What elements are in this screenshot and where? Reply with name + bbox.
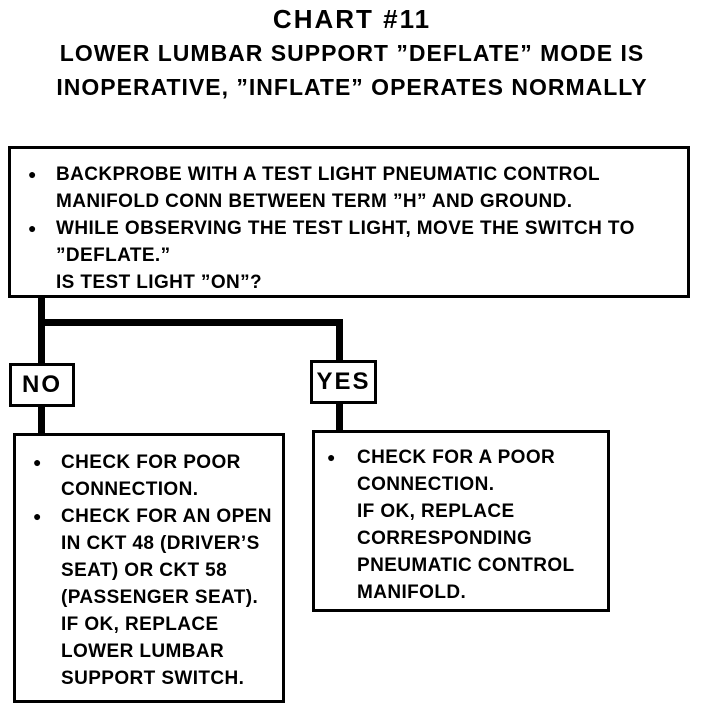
bullet-spacer bbox=[33, 665, 61, 692]
action-line: IF OK, REPLACE bbox=[16, 611, 282, 638]
chart-title: CHART #11 bbox=[272, 4, 432, 34]
bullet-icon: ● bbox=[327, 449, 336, 465]
action-text: IF OK, REPLACE bbox=[61, 614, 219, 635]
question-text: BACKPROBE WITH A TEST LIGHT PNEUMATIC CO… bbox=[56, 164, 600, 185]
chart-subtitle-line1: LOWER LUMBAR SUPPORT ”DEFLATE” MODE IS bbox=[59, 40, 645, 66]
no-label: NO bbox=[22, 371, 62, 398]
bullet-icon: ● bbox=[33, 454, 42, 470]
bullet-spacer bbox=[33, 611, 61, 638]
bullet-spacer bbox=[28, 188, 56, 215]
bullet-spacer bbox=[327, 579, 357, 606]
question-line: IS TEST LIGHT ”ON”? bbox=[11, 269, 687, 296]
question-line: MANIFOLD CONN BETWEEN TERM ”H” AND GROUN… bbox=[11, 188, 687, 215]
action-text: MANIFOLD. bbox=[357, 582, 467, 603]
action-line: SUPPORT SWITCH. bbox=[16, 665, 282, 692]
question-line: ● BACKPROBE WITH A TEST LIGHT PNEUMATIC … bbox=[11, 161, 687, 188]
connector-yes-drop bbox=[336, 322, 343, 363]
action-text: IN CKT 48 (DRIVER’S bbox=[61, 533, 260, 554]
action-text: SUPPORT SWITCH. bbox=[61, 668, 245, 689]
connector-stem bbox=[38, 295, 45, 366]
action-text: IF OK, REPLACE bbox=[357, 501, 515, 522]
bullet-spacer bbox=[327, 525, 357, 552]
question-text: WHILE OBSERVING THE TEST LIGHT, MOVE THE… bbox=[56, 218, 635, 239]
action-text: CONNECTION. bbox=[61, 479, 199, 500]
action-line: CONNECTION. bbox=[315, 471, 607, 498]
chart-title-block: CHART #11 LOWER LUMBAR SUPPORT ”DEFLATE”… bbox=[0, 2, 704, 104]
action-line: ● CHECK FOR POOR bbox=[16, 449, 282, 476]
connector-yes-to-action bbox=[336, 401, 343, 433]
bullet-spacer bbox=[33, 476, 61, 503]
no-action-box: ● CHECK FOR POOR CONNECTION. ● CHECK FOR… bbox=[13, 433, 285, 703]
action-text: CONNECTION. bbox=[357, 474, 495, 495]
connector-no-to-action bbox=[38, 404, 45, 436]
bullet-spacer bbox=[327, 471, 357, 498]
action-text: CHECK FOR A POOR bbox=[357, 447, 556, 468]
action-text: SEAT) OR CKT 58 bbox=[61, 560, 228, 581]
action-text: CHECK FOR AN OPEN bbox=[61, 506, 272, 527]
bullet-spacer bbox=[327, 552, 357, 579]
bullet-spacer bbox=[33, 584, 61, 611]
chart-subtitle-line2: INOPERATIVE, ”INFLATE” OPERATES NORMALLY bbox=[56, 74, 648, 100]
action-text: PNEUMATIC CONTROL bbox=[357, 555, 575, 576]
action-line: MANIFOLD. bbox=[315, 579, 607, 606]
bullet-spacer bbox=[28, 269, 56, 296]
action-text: CHECK FOR POOR bbox=[61, 452, 241, 473]
bullet-icon: ● bbox=[28, 166, 37, 182]
action-line: SEAT) OR CKT 58 bbox=[16, 557, 282, 584]
action-line: ● CHECK FOR A POOR bbox=[315, 444, 607, 471]
action-text: (PASSENGER SEAT). bbox=[61, 587, 259, 608]
question-text: ”DEFLATE.” bbox=[56, 245, 171, 266]
bullet-spacer bbox=[327, 498, 357, 525]
action-text: LOWER LUMBAR bbox=[61, 641, 225, 662]
action-line: IN CKT 48 (DRIVER’S bbox=[16, 530, 282, 557]
action-line: (PASSENGER SEAT). bbox=[16, 584, 282, 611]
yes-label-box: YES bbox=[310, 360, 377, 404]
action-text: CORRESPONDING bbox=[357, 528, 533, 549]
bullet-spacer bbox=[33, 530, 61, 557]
connector-branch bbox=[38, 319, 343, 326]
yes-action-box: ● CHECK FOR A POOR CONNECTION. IF OK, RE… bbox=[312, 430, 610, 612]
action-line: CORRESPONDING bbox=[315, 525, 607, 552]
bullet-icon: ● bbox=[33, 508, 42, 524]
question-line: ”DEFLATE.” bbox=[11, 242, 687, 269]
action-line: LOWER LUMBAR bbox=[16, 638, 282, 665]
question-text: MANIFOLD CONN BETWEEN TERM ”H” AND GROUN… bbox=[56, 191, 573, 212]
no-label-box: NO bbox=[9, 363, 75, 407]
bullet-spacer bbox=[28, 242, 56, 269]
question-box: ● BACKPROBE WITH A TEST LIGHT PNEUMATIC … bbox=[8, 146, 690, 298]
question-line: ● WHILE OBSERVING THE TEST LIGHT, MOVE T… bbox=[11, 215, 687, 242]
yes-label: YES bbox=[316, 368, 371, 395]
action-line: CONNECTION. bbox=[16, 476, 282, 503]
action-line: PNEUMATIC CONTROL bbox=[315, 552, 607, 579]
action-line: IF OK, REPLACE bbox=[315, 498, 607, 525]
question-text: IS TEST LIGHT ”ON”? bbox=[56, 272, 263, 293]
bullet-spacer bbox=[33, 638, 61, 665]
bullet-spacer bbox=[33, 557, 61, 584]
action-line: ● CHECK FOR AN OPEN bbox=[16, 503, 282, 530]
bullet-icon: ● bbox=[28, 220, 37, 236]
